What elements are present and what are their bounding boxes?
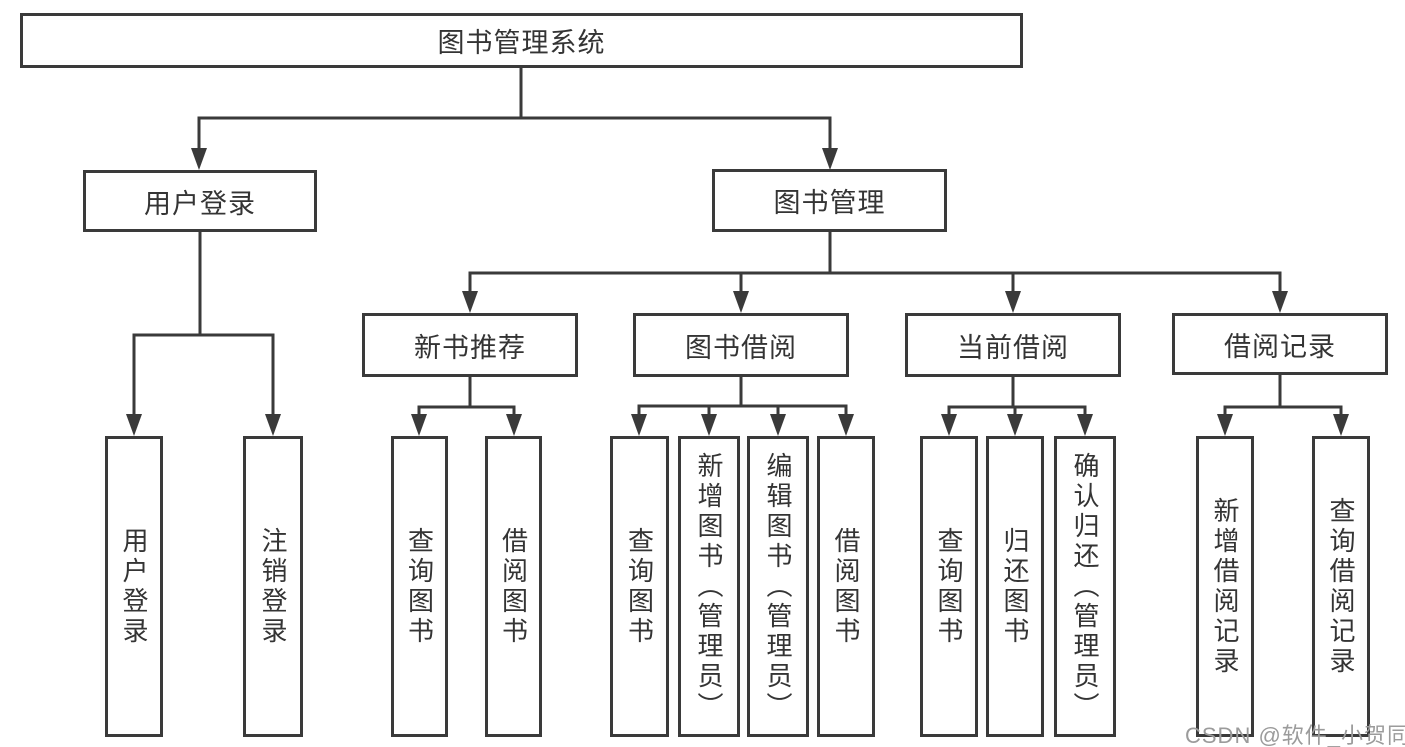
node-book-management: 图书管理 xyxy=(712,169,947,232)
leaf-return-books: 归还图书 xyxy=(986,436,1044,737)
node-borrow-records: 借阅记录 xyxy=(1172,313,1388,375)
leaf-logout-login: 注销登录 xyxy=(243,436,303,737)
node-current-borrow: 当前借阅 xyxy=(905,313,1121,377)
leaf-query-borrow-record: 查询借阅记录 xyxy=(1312,436,1370,737)
leaf-user-login: 用户登录 xyxy=(105,436,163,737)
node-new-book-recommend: 新书推荐 xyxy=(362,313,578,377)
node-system-root: 图书管理系统 xyxy=(20,13,1023,68)
watermark-text: CSDN @软件_小贺同学 xyxy=(1185,723,1405,747)
leaf-borrow-books-recommend: 借阅图书 xyxy=(485,436,542,737)
node-book-borrow: 图书借阅 xyxy=(633,313,849,377)
leaf-add-book-admin: 新增图书（管理员） xyxy=(678,436,740,737)
leaf-query-books-recommend: 查询图书 xyxy=(391,436,448,737)
leaf-confirm-return-admin: 确认归还（管理员） xyxy=(1054,436,1116,737)
leaf-query-books-current: 查询图书 xyxy=(920,436,978,737)
leaf-add-borrow-record: 新增借阅记录 xyxy=(1196,436,1254,737)
leaf-borrow-books: 借阅图书 xyxy=(817,436,875,737)
node-user-login: 用户登录 xyxy=(83,170,317,232)
leaf-edit-book-admin: 编辑图书（管理员） xyxy=(747,436,809,737)
leaf-query-books-borrow: 查询图书 xyxy=(610,436,669,737)
